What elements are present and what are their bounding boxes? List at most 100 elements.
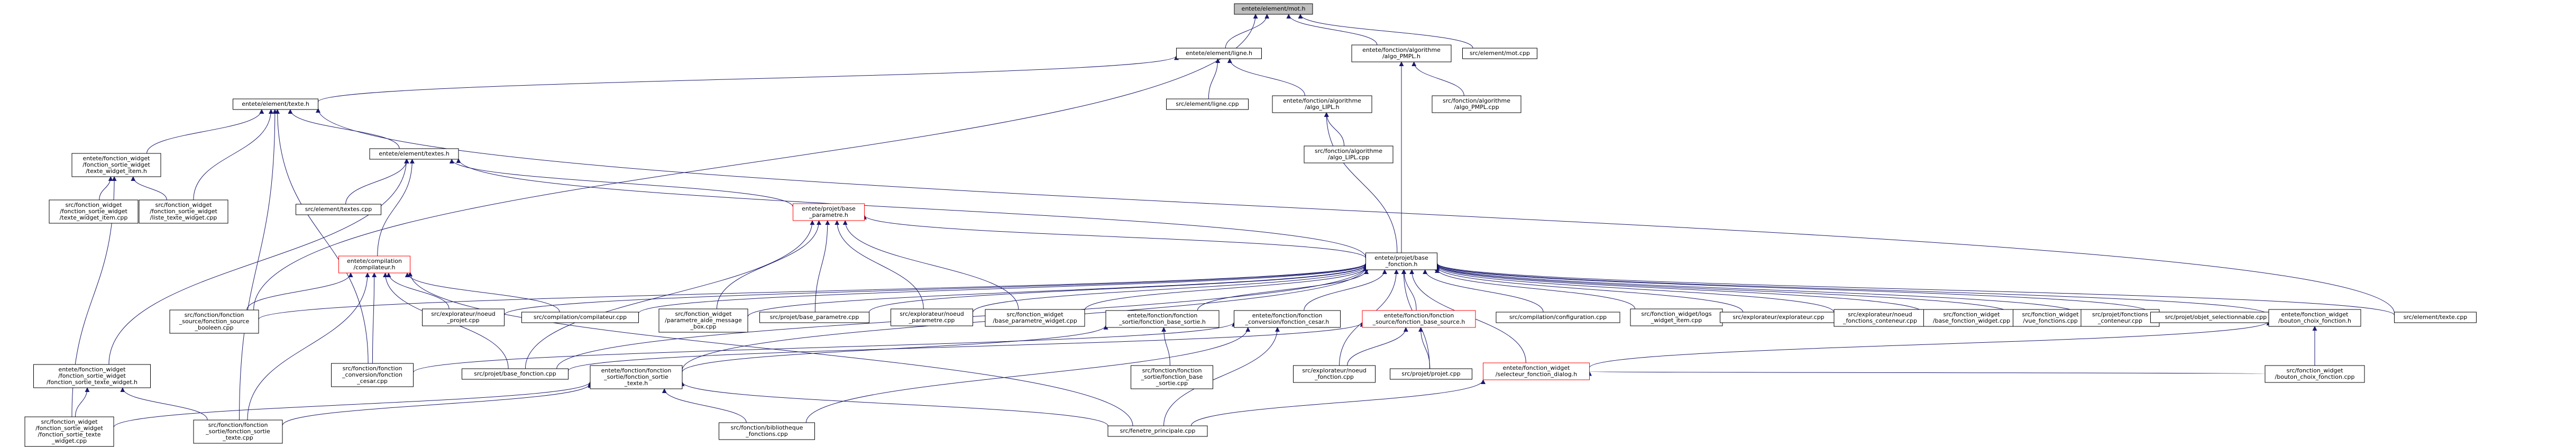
graph-node[interactable]: src/projet/base_parametre.cpp: [759, 312, 869, 323]
graph-node[interactable]: src/fonction_widget/fonction_sortie_widg…: [49, 199, 139, 224]
graph-node[interactable]: src/fonction/algorithme/algo_PMPL.cpp: [1432, 95, 1521, 113]
graph-node[interactable]: entete/fonction_widget/fonction_sortie_w…: [33, 364, 151, 388]
node-box: [169, 309, 259, 334]
graph-node[interactable]: src/fonction_widget/fonction_sortie_widg…: [24, 416, 114, 447]
graph-node[interactable]: src/fonction/fonction_sortie/fonction_ba…: [1131, 365, 1213, 389]
graph-node[interactable]: entete/fonction/fonction_conversion/fonc…: [1234, 310, 1341, 328]
node-box: [2265, 365, 2365, 383]
node-box: [2268, 309, 2361, 327]
node-label: entete/fonction/fonction: [601, 367, 672, 374]
node-label: _conversion/fonction_cesar.h: [1245, 318, 1330, 325]
node-box: [2013, 309, 2088, 327]
graph-node[interactable]: entete/fonction/fonction_sortie/fonction…: [590, 365, 683, 389]
graph-node[interactable]: src/fonction_widget/vue_fonctions.cpp: [2013, 309, 2088, 327]
node-label: _box.cpp: [690, 323, 717, 330]
graph-node[interactable]: entete/projet/base_parametre.h: [793, 203, 865, 221]
graph-node[interactable]: entete/fonction/fonction_source/fonction…: [1362, 310, 1476, 328]
node-label: entete/fonction/algorithme: [1283, 97, 1361, 104]
graph-node[interactable]: src/explorateur/explorateur.cpp: [1720, 312, 1837, 323]
node-box: [1293, 365, 1376, 383]
graph-node[interactable]: entete/fonction_widget/fonction_sortie_w…: [71, 153, 161, 177]
node-label: entete/fonction_widget: [83, 155, 151, 162]
node-label: src/fonction/algorithme: [1315, 148, 1382, 154]
graph-node[interactable]: src/fenetre_principale.cpp: [1107, 425, 1208, 437]
node-label: src/fonction/bibliotheque: [731, 424, 803, 431]
graph-node[interactable]: src/projet/fonctions_conteneur.cpp: [2080, 309, 2160, 327]
node-box: [296, 204, 381, 215]
node-label: _fonctions_conteneur.cpp: [1842, 317, 1917, 324]
node-label: _texte.cpp: [222, 434, 253, 441]
node-label: _parametre.cpp: [909, 317, 955, 324]
graph-node[interactable]: src/fonction_widget/logs_widget_item.cpp: [1630, 308, 1723, 326]
graph-node[interactable]: entete/fonction/algorithme/algo_LIPL.h: [1272, 95, 1372, 113]
node-label: /algo_PMPL.h: [1382, 53, 1420, 60]
graph-node[interactable]: src/explorateur/noeud_fonction.cpp: [1293, 365, 1376, 383]
dependency-edge: [386, 272, 450, 309]
dependency-edge: [1589, 371, 2266, 377]
node-label: /fonction_sortie_texte: [38, 431, 101, 438]
graph-node[interactable]: src/projet/projet.cpp: [1390, 368, 1472, 380]
graph-node[interactable]: src/fonction/algorithme/algo_LIPL.cpp: [1304, 145, 1394, 163]
graph-node[interactable]: src/element/textes.cpp: [296, 204, 381, 215]
graph-node[interactable]: entete/compilation/compilateur.h: [338, 256, 410, 273]
graph-node[interactable]: entete/element/ligne.h: [1176, 48, 1262, 59]
node-label: _source/fonction_base_source.h: [1372, 318, 1465, 325]
graph-node[interactable]: src/explorateur/noeud_parametre.cpp: [891, 308, 973, 326]
node-box: [521, 312, 639, 323]
node-label: /base_parametre_widget.cpp: [993, 317, 1077, 324]
node-label: /vue_fonctions.cpp: [2023, 317, 2077, 324]
graph-node[interactable]: src/element/texte.cpp: [2394, 312, 2477, 323]
graph-node[interactable]: src/fonction/bibliotheque_fonctions.cpp: [719, 422, 815, 440]
node-box: [139, 199, 228, 224]
graph-node[interactable]: entete/fonction_widget/selecteur_fonctio…: [1483, 362, 1590, 380]
graph-node[interactable]: entete/element/mot.h: [1234, 3, 1313, 15]
graph-node[interactable]: src/fonction/fonction_conversion/fonctio…: [331, 363, 414, 387]
node-box: [1365, 252, 1437, 270]
dependency-edge: [1208, 58, 1221, 99]
node-box: [1834, 309, 1927, 327]
node-label: entete/fonction/algorithme: [1362, 47, 1441, 53]
dependency-edge: [1435, 263, 2082, 315]
graph-node[interactable]: src/compilation/compilateur.cpp: [521, 312, 639, 323]
dependency-edge: [869, 264, 1368, 313]
node-label: src/projet/base_fonction.cpp: [474, 370, 556, 377]
graph-node[interactable]: entete/projet/base_fonction.h: [1365, 252, 1437, 270]
node-box: [891, 308, 973, 326]
node-label: src/explorateur/noeud: [900, 311, 964, 317]
node-box: [1176, 48, 1262, 59]
graph-node[interactable]: src/fonction_widget/parametre_aide_messa…: [658, 308, 748, 333]
graph-node[interactable]: entete/element/textes.h: [369, 148, 459, 160]
graph-node[interactable]: src/fonction/fonction_sortie/fonction_so…: [193, 419, 283, 444]
node-box: [1390, 368, 1472, 380]
nodes-layer: entete/element/mot.h entete/element/ligne…: [24, 3, 2477, 447]
graph-node[interactable]: src/explorateur/noeud_fonctions_conteneu…: [1834, 309, 1927, 327]
node-label: /algo_LIPL.cpp: [1328, 154, 1369, 161]
graph-node[interactable]: entete/fonction/fonction_sortie/fonction…: [1105, 310, 1220, 328]
graph-node[interactable]: entete/element/texte.h: [233, 98, 318, 110]
graph-node[interactable]: src/fonction_widget/base_fonction_widget…: [1923, 309, 2020, 327]
graph-node[interactable]: src/fonction/fonction_source/fonction_so…: [169, 309, 259, 334]
graph-node[interactable]: src/element/ligne.cpp: [1166, 98, 1249, 110]
graph-node[interactable]: entete/fonction/algorithme/algo_PMPL.h: [1351, 44, 1452, 62]
graph-node[interactable]: src/fonction_widget/base_parametre_widge…: [985, 309, 1085, 327]
graph-node[interactable]: src/projet/objet_selectionnable.cpp: [2150, 312, 2281, 323]
graph-node[interactable]: src/explorateur/noeud_projet.cpp: [422, 308, 505, 326]
dependency-edge: [1435, 263, 2151, 313]
node-label: src/fonction/fonction: [343, 365, 402, 372]
node-label: _parametre.h: [809, 212, 848, 218]
graph-node[interactable]: src/fonction_widget/fonction_sortie_widg…: [139, 199, 228, 224]
node-label: /fonction_sortie_widget: [60, 208, 127, 215]
graph-node[interactable]: src/element/mot.cpp: [1462, 48, 1537, 59]
node-label: entete/fonction/fonction: [1252, 312, 1323, 319]
edges-layer: [71, 14, 2395, 428]
node-label: entete/compilation: [347, 258, 402, 264]
graph-node[interactable]: src/projet/base_fonction.cpp: [462, 368, 569, 380]
graph-node[interactable]: entete/fonction_widget/bouton_choix_fonc…: [2268, 309, 2361, 327]
node-box: [369, 148, 459, 160]
graph-node[interactable]: src/fonction_widget/bouton_choix_fonctio…: [2265, 365, 2365, 383]
graph-node[interactable]: src/compilation/configuration.cpp: [1496, 312, 1620, 323]
dependency-edge: [146, 109, 264, 154]
node-label: /compilateur.h: [353, 264, 395, 271]
node-label: /fonction_sortie_widget: [35, 425, 103, 432]
node-label: /parametre_aide_message: [665, 317, 742, 324]
